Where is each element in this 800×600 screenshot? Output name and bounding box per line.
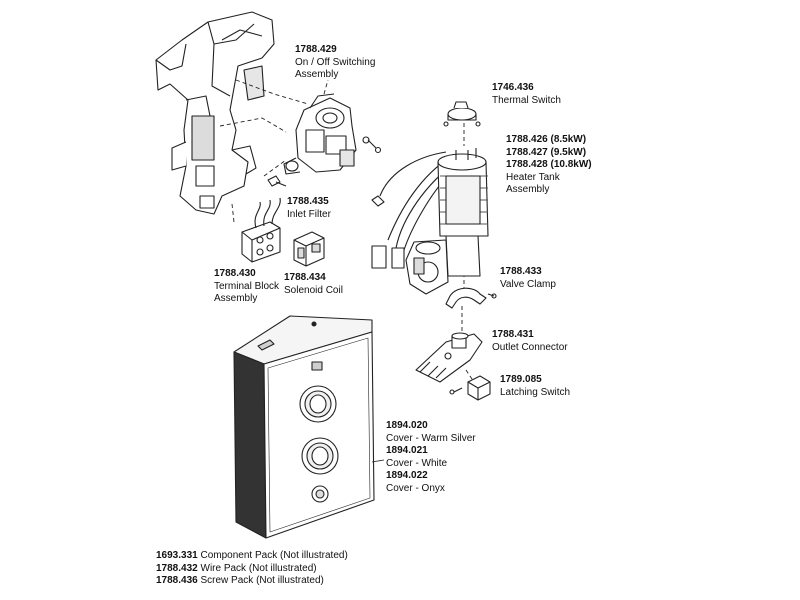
back-plate-chassis <box>155 11 275 215</box>
inlet-filter <box>267 175 287 187</box>
label-latching-switch: 1789.085 Latching Switch <box>500 374 571 398</box>
terminal-block-assembly <box>241 197 281 263</box>
label-solenoid-coil: 1788.434 Solenoid Coil <box>284 272 343 296</box>
latching-switch <box>449 375 491 401</box>
heater-tank-assembly <box>371 148 489 295</box>
label-switching-assembly: 1788.429 On / Off Switching Assembly <box>295 44 376 80</box>
note-wire-pack: 1788.432 Wire Pack (Not illustrated) <box>156 562 317 574</box>
outlet-connector <box>415 332 483 383</box>
label-thermal-switch: 1746.436 Thermal Switch <box>492 82 561 106</box>
label-heater-tank: 1788.426 (8.5kW) 1788.427 (9.5kW) 1788.4… <box>506 134 592 195</box>
thermal-switch <box>443 101 481 127</box>
solenoid-coil <box>293 231 325 267</box>
valve-clamp <box>445 287 497 309</box>
label-valve-clamp: 1788.433 Valve Clamp <box>500 266 556 290</box>
label-cover-options: 1894.020 Cover - Warm Silver 1894.021 Co… <box>386 420 476 494</box>
label-terminal-block: 1788.430 Terminal Block Assembly <box>214 268 280 304</box>
note-component-pack: 1693.331 Component Pack (Not illustrated… <box>156 550 348 561</box>
on-off-switching-assembly <box>283 93 382 175</box>
label-outlet-connector: 1788.431 Outlet Connector <box>492 329 568 353</box>
label-inlet-filter: 1788.435 Inlet Filter <box>287 196 331 220</box>
note-screw-pack: 1788.436 Screw Pack (Not illustrated) <box>156 575 324 586</box>
front-cover <box>233 315 375 539</box>
not-illustrated-notes: 1693.331 Component Pack (Not illustrated… <box>156 550 348 588</box>
